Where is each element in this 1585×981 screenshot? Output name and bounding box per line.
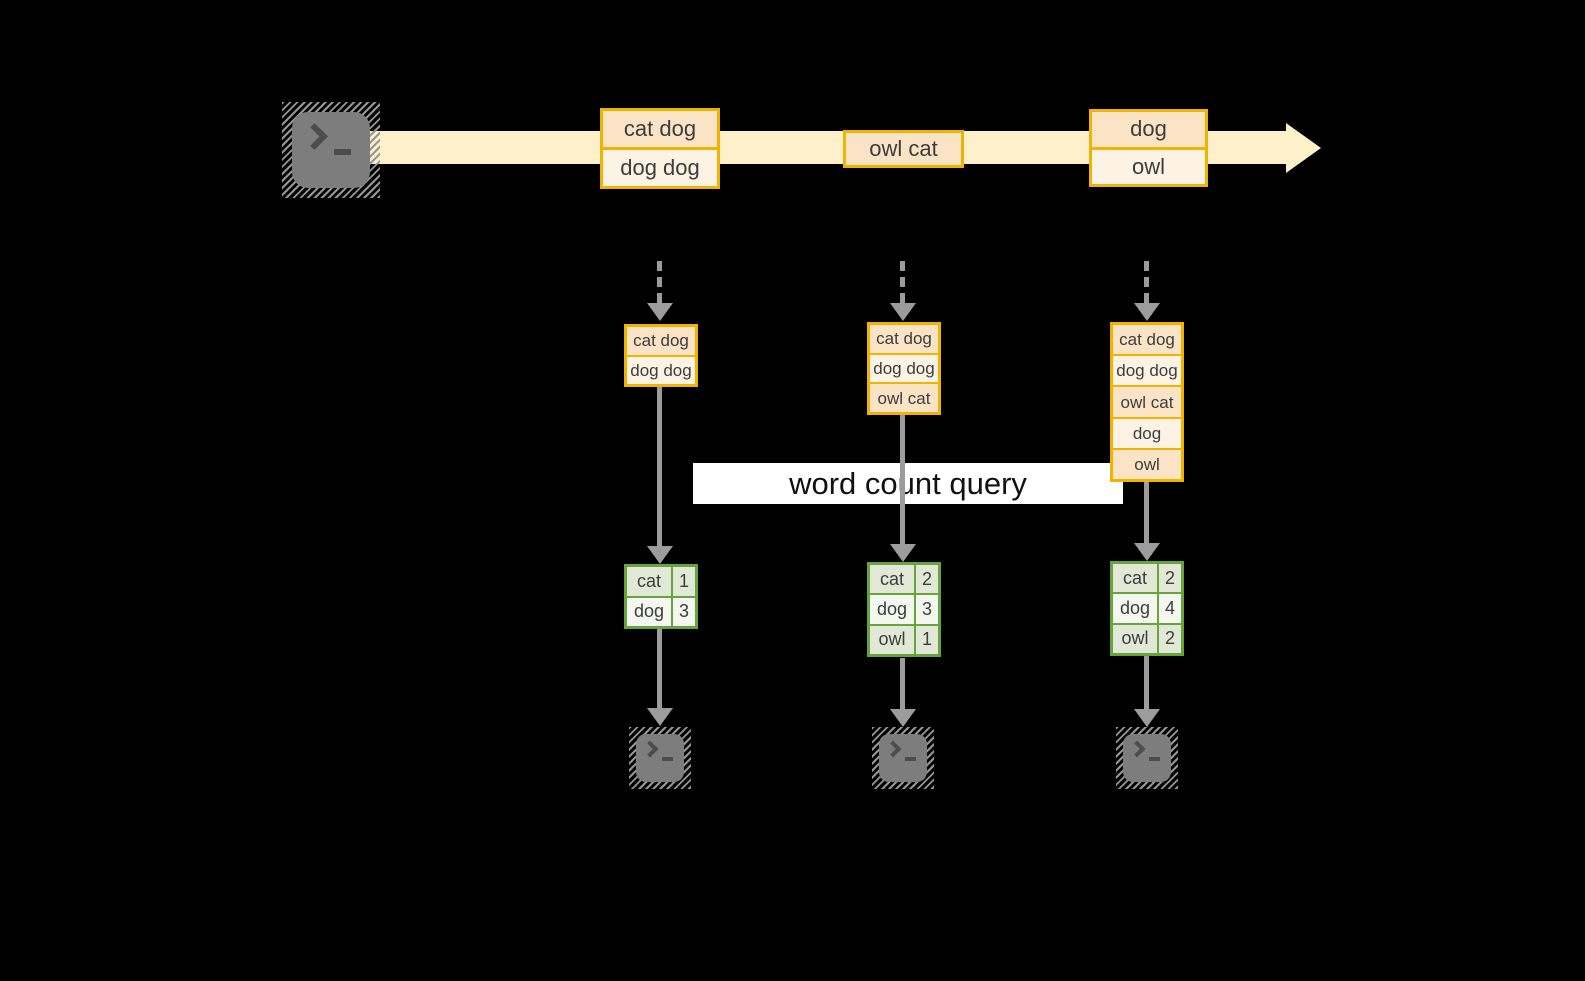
prompt-chevron-icon: [884, 740, 902, 758]
query-label: word count query: [693, 463, 1123, 504]
word-cell: cat: [870, 565, 916, 594]
count-row: cat 1: [627, 567, 695, 596]
prompt-chevron-icon: [641, 740, 659, 758]
arrow-shaft: [900, 658, 905, 709]
state-cell: owl cat: [870, 382, 938, 413]
arrowhead-icon: [1134, 709, 1160, 727]
stream-batch-cell: owl: [1092, 146, 1205, 184]
prompt-cursor-icon: [334, 149, 351, 155]
count-cell: 2: [1159, 624, 1181, 653]
count-cell: 1: [916, 625, 938, 654]
prompt-cursor-icon: [905, 757, 916, 761]
arrowhead-icon: [1134, 303, 1160, 321]
state-cell: cat dog: [627, 327, 695, 355]
arrowhead-icon: [890, 544, 916, 562]
state-box: cat dog dog dog owl cat: [867, 322, 941, 415]
stream-batch-box: owl cat: [843, 130, 964, 168]
count-row: dog 3: [627, 595, 695, 626]
word-cell: dog: [870, 595, 916, 624]
count-row: owl 2: [1113, 622, 1181, 653]
stream-arrowhead-icon: [1286, 123, 1321, 173]
count-table: cat 2 dog 3 owl 1: [867, 562, 941, 657]
terminal-screen: [1123, 734, 1171, 782]
terminal-icon: [282, 102, 380, 198]
stream-batch-box: dog owl: [1089, 109, 1208, 187]
count-row: dog 3: [870, 593, 938, 624]
terminal-icon: [872, 727, 934, 789]
arrow-shaft: [1144, 482, 1149, 543]
prompt-chevron-icon: [301, 123, 328, 150]
count-cell: 4: [1159, 594, 1181, 623]
stream-batch-cell: dog dog: [603, 147, 717, 186]
count-cell: 2: [1159, 564, 1181, 593]
arrowhead-icon: [647, 546, 673, 564]
state-cell: owl: [1113, 447, 1181, 480]
word-cell: dog: [1113, 594, 1159, 623]
word-cell: owl: [1113, 624, 1159, 653]
count-cell: 3: [673, 597, 695, 626]
prompt-cursor-icon: [662, 757, 673, 761]
state-cell: cat dog: [1113, 325, 1181, 355]
count-cell: 3: [916, 595, 938, 624]
arrow-shaft: [1144, 261, 1149, 303]
stream-batch-box: cat dog dog dog: [600, 108, 720, 189]
state-cell: cat dog: [870, 325, 938, 353]
state-cell: dog dog: [870, 352, 938, 383]
word-cell: owl: [870, 625, 916, 654]
arrowhead-icon: [890, 709, 916, 727]
arrowhead-icon: [1134, 543, 1160, 561]
word-cell: cat: [1113, 564, 1159, 593]
stream-batch-cell: owl cat: [846, 133, 961, 165]
prompt-cursor-icon: [1149, 757, 1160, 761]
arrowhead-icon: [890, 303, 916, 321]
state-cell: dog dog: [1113, 354, 1181, 386]
word-cell: cat: [627, 567, 673, 596]
arrow-shaft: [657, 387, 662, 546]
stream-batch-cell: cat dog: [603, 111, 717, 147]
terminal-icon: [629, 727, 691, 789]
terminal-screen: [292, 112, 370, 188]
arrow-shaft: [657, 629, 662, 708]
count-cell: 1: [673, 567, 695, 596]
arrowhead-icon: [647, 303, 673, 321]
prompt-chevron-icon: [1128, 740, 1146, 758]
state-box: cat dog dog dog: [624, 324, 698, 387]
count-row: dog 4: [1113, 592, 1181, 623]
arrow-shaft: [900, 415, 905, 544]
state-cell: dog: [1113, 416, 1181, 448]
terminal-screen: [879, 734, 927, 782]
state-cell: owl cat: [1113, 385, 1181, 417]
count-row: cat 2: [1113, 564, 1181, 593]
arrow-shaft: [900, 261, 905, 303]
state-cell: dog dog: [627, 354, 695, 384]
count-row: cat 2: [870, 565, 938, 594]
stream-batch-cell: dog: [1092, 112, 1205, 147]
arrow-shaft: [1144, 656, 1149, 709]
count-row: owl 1: [870, 623, 938, 654]
terminal-screen: [636, 734, 684, 782]
count-cell: 2: [916, 565, 938, 594]
state-box: cat dog dog dog owl cat dog owl: [1110, 322, 1184, 482]
arrowhead-icon: [647, 708, 673, 726]
count-table: cat 2 dog 4 owl 2: [1110, 561, 1184, 656]
count-table: cat 1 dog 3: [624, 564, 698, 629]
arrow-shaft: [657, 261, 662, 303]
word-cell: dog: [627, 597, 673, 626]
terminal-icon: [1116, 727, 1178, 789]
